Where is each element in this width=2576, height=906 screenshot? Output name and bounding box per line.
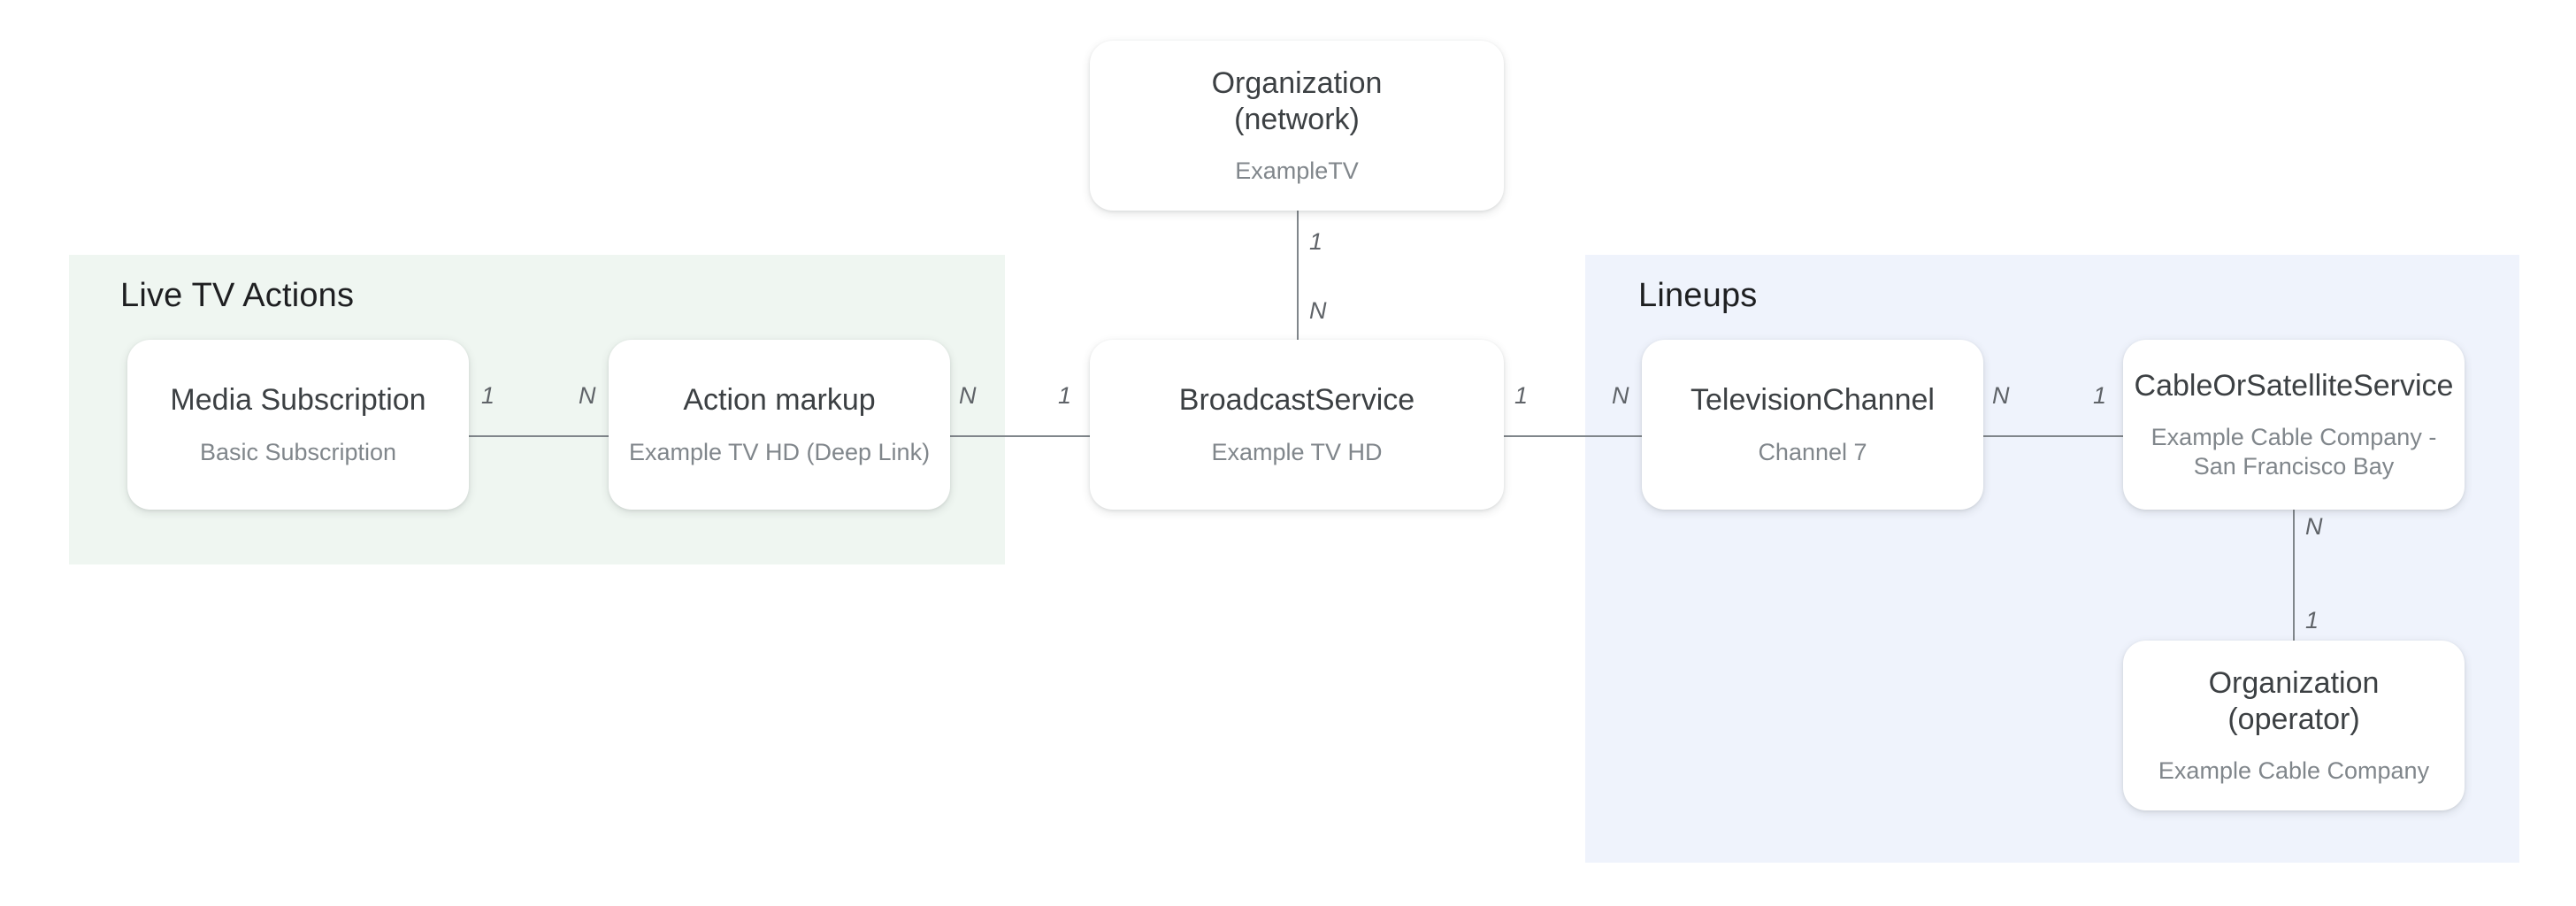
connector-media-subscription-to-action-markup (464, 435, 619, 437)
node-organization-network[interactable]: Organization (network) ExampleTV (1090, 41, 1504, 211)
node-subtitle: ExampleTV (1235, 157, 1359, 184)
multiplicity-action-markup-to-broadcast-service-to: 1 (1058, 382, 1072, 409)
connector-organization-network-to-broadcast-service (1297, 211, 1299, 343)
multiplicity-broadcast-service-to-television-channel-to: N (1612, 382, 1629, 409)
group-title-live-tv-actions: Live TV Actions (120, 277, 355, 314)
node-broadcast-service[interactable]: BroadcastService Example TV HD (1090, 340, 1504, 510)
node-subtitle: Example TV HD (Deep Link) (628, 438, 931, 465)
node-title: Action markup (683, 383, 876, 418)
node-title: Organization (operator) (2208, 666, 2380, 736)
multiplicity-organization-network-to-broadcast-service-from: 1 (1309, 228, 1323, 255)
node-cable-or-satellite-service[interactable]: CableOrSatelliteService Example Cable Co… (2123, 340, 2465, 510)
node-media-subscription[interactable]: Media Subscription Basic Subscription (127, 340, 469, 510)
node-action-markup[interactable]: Action markup Example TV HD (Deep Link) (609, 340, 950, 510)
node-title: Media Subscription (170, 383, 426, 418)
node-television-channel[interactable]: TelevisionChannel Channel 7 (1642, 340, 1983, 510)
node-subtitle: Example TV HD (1211, 438, 1383, 465)
node-organization-operator[interactable]: Organization (operator) Example Cable Co… (2123, 641, 2465, 810)
connector-cable-or-satellite-service-to-organization-operator (2293, 509, 2295, 641)
multiplicity-television-channel-to-cable-or-satellite-service-to: 1 (2093, 382, 2107, 409)
multiplicity-cable-or-satellite-service-to-organization-operator-from: N (2305, 513, 2323, 540)
multiplicity-media-subscription-to-action-markup-to: N (579, 382, 596, 409)
multiplicity-television-channel-to-cable-or-satellite-service-from: N (1992, 382, 2010, 409)
multiplicity-media-subscription-to-action-markup-from: 1 (481, 382, 495, 409)
node-title: TelevisionChannel (1690, 383, 1935, 418)
multiplicity-broadcast-service-to-television-channel-from: 1 (1514, 382, 1529, 409)
node-title: CableOrSatelliteService (2134, 369, 2454, 403)
connector-action-markup-to-broadcast-service (941, 435, 1097, 437)
node-title: Organization (network) (1211, 66, 1383, 136)
node-subtitle: Basic Subscription (199, 438, 397, 465)
connector-television-channel-to-cable-or-satellite-service (1974, 435, 2130, 437)
group-title-lineups: Lineups (1638, 277, 1758, 314)
node-subtitle: Channel 7 (1758, 438, 1867, 465)
node-subtitle: Example Cable Company (2158, 756, 2430, 784)
multiplicity-cable-or-satellite-service-to-organization-operator-to: 1 (2305, 607, 2319, 633)
multiplicity-action-markup-to-broadcast-service-from: N (959, 382, 977, 409)
node-subtitle: Example Cable Company - San Francisco Ba… (2150, 424, 2437, 480)
node-title: BroadcastService (1178, 383, 1415, 418)
connector-broadcast-service-to-television-channel (1497, 435, 1649, 437)
multiplicity-organization-network-to-broadcast-service-to: N (1309, 297, 1327, 324)
